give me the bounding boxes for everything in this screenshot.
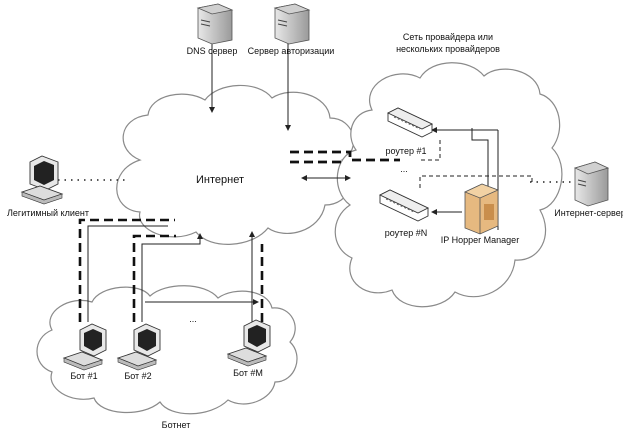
ip-hopper-label: IP Hopper Manager [440,235,520,245]
computer-icon [116,323,161,371]
server-icon [196,3,234,45]
router-icon [378,189,430,222]
server-icon [463,183,500,235]
bot-2-label: Бот #2 [124,371,152,381]
internet-label: Интернет [196,174,244,186]
router-n-label: роутер #N [384,228,428,238]
bot-m-label: Бот #M [233,368,263,378]
auth-server-label: Сервер авторизации [247,46,335,56]
routers-ellipsis: ... [400,164,408,174]
legit-client-label: Легитимный клиент [7,208,89,218]
botnet-cloud [36,285,298,415]
computer-icon [20,155,64,205]
dns-server-label: DNS сервер [186,46,238,56]
provider-network-label-line2: нескольких провайдеров [396,44,500,54]
provider-network-label-line1: Сеть провайдера или [402,32,494,42]
bot-1-label: Бот #1 [70,371,98,381]
computer-icon [226,319,271,367]
internet-server-label: Интернет-сервер [554,208,623,218]
bots-ellipsis: ... [189,314,197,324]
provider-cloud [334,62,563,308]
computer-icon [62,323,107,371]
router-1-label: роутер #1 [385,146,427,156]
botnet-label: Ботнет [161,420,191,430]
server-icon [573,161,610,207]
router-icon [386,107,434,138]
server-icon [273,3,311,45]
